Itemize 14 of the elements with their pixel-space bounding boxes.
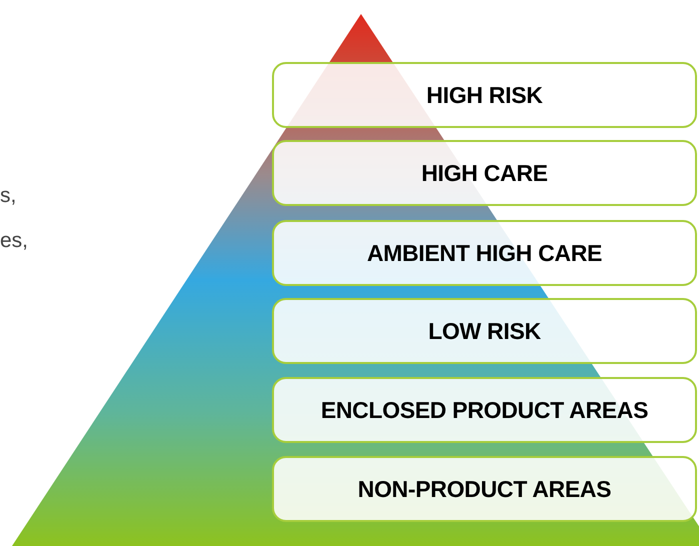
level-box [272, 140, 697, 206]
level-label: AMBIENT HIGH CARE [366, 240, 602, 266]
text-fragment: es, [0, 229, 28, 253]
level-box [272, 377, 697, 443]
level-box [272, 298, 697, 364]
level-label: ENCLOSED PRODUCT AREAS [320, 396, 648, 424]
level-box [272, 456, 697, 522]
level-box [272, 62, 697, 128]
level-label: HIGH RISK [426, 82, 543, 108]
level-label: HIGH CARE [421, 160, 548, 186]
level-label: NON-PRODUCT AREAS [358, 476, 612, 502]
level-label: LOW RISK [428, 318, 541, 344]
level-box [272, 220, 697, 286]
text-fragment: s, [0, 184, 16, 208]
